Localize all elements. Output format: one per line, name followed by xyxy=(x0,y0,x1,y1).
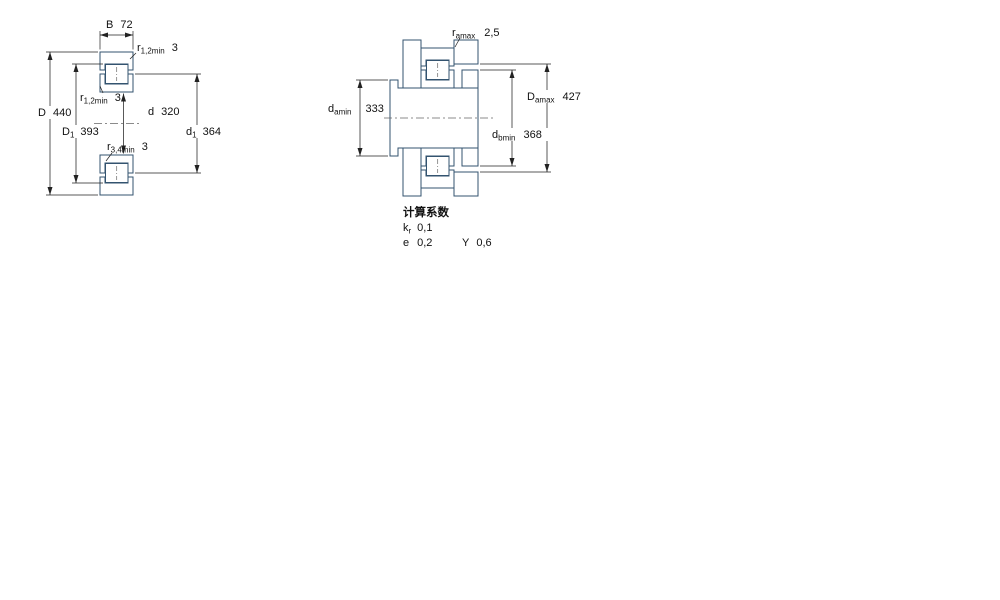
dim-b-label: B xyxy=(106,19,113,31)
dim-damax-sub: amax xyxy=(535,96,555,105)
dim-damin-text: damin 333 xyxy=(328,103,384,117)
dim-dbmin-value: 368 xyxy=(523,129,541,141)
factor-e-value: 0,2 xyxy=(417,237,432,249)
factor-e-label: e xyxy=(403,237,409,249)
dim-r12-mid: r1,2min 3 xyxy=(80,85,121,106)
housing-shoulder-top xyxy=(453,39,479,65)
dim-dbmin-sub: bmin xyxy=(498,134,515,143)
factor-kr-sub: r xyxy=(409,227,412,236)
dim-r12-top: r1,2min 3 xyxy=(129,42,178,60)
factor-kr-text: kr 0,1 xyxy=(403,222,432,236)
inner-ring-top xyxy=(99,73,134,93)
dim-dbmin-text: dbmin 368 xyxy=(492,129,542,143)
factor-kr-label: k xyxy=(403,222,409,234)
dim-damax-value: 427 xyxy=(563,91,581,103)
dim-d-major-value: 440 xyxy=(53,107,71,119)
dim-d1-outer-sub: 1 xyxy=(70,131,75,140)
dim-ramax: ramax 2,5 xyxy=(452,27,500,48)
abutment-sleeve-top xyxy=(461,69,479,89)
dim-r34: r3,4min 3 xyxy=(105,141,148,162)
dim-d-major-text: D 440 xyxy=(38,107,71,119)
mounted-inner-ring-bottom xyxy=(420,147,455,167)
calculation-factors: 计算系数 kr 0,1 e 0,2 Y 0,6 xyxy=(403,205,492,249)
dim-d1-outer-value: 393 xyxy=(80,126,98,138)
dim-r12-top-value: 3 xyxy=(172,42,178,54)
dim-d1-outer-text: D1 393 xyxy=(62,126,99,140)
mounted-bearing-section-top xyxy=(420,47,455,89)
dim-ramax-value: 2,5 xyxy=(484,27,499,39)
dim-r34-label: r xyxy=(107,141,111,153)
dim-damin: damin 333 xyxy=(328,79,388,157)
dim-damin-value: 333 xyxy=(365,103,383,115)
factor-kr-value: 0,1 xyxy=(417,222,432,234)
dim-d1-outer-label: D xyxy=(62,126,70,138)
dim-dbmin: dbmin 368 xyxy=(480,69,549,167)
dim-d-bore-text: d 320 xyxy=(148,106,179,118)
dim-dbmin-label: d xyxy=(492,129,498,141)
factor-y-text: Y 0,6 xyxy=(462,237,492,249)
dim-r12-top-sub: 1,2min xyxy=(141,47,165,56)
mounted-bearing-section-bottom xyxy=(420,147,455,189)
factor-y-label: Y xyxy=(462,237,470,249)
dim-d1-inner-label: d xyxy=(186,126,192,138)
dim-r12-top-text: r1,2min 3 xyxy=(137,42,178,56)
dim-r12-top-label: r xyxy=(137,42,141,54)
dim-r12-mid-value: 3 xyxy=(115,92,121,104)
bearing-section-top xyxy=(99,51,134,93)
factor-e-text: e 0,2 xyxy=(403,237,432,249)
factors-title: 计算系数 xyxy=(403,205,449,219)
dim-ramax-text: ramax 2,5 xyxy=(452,27,500,41)
shaft-section xyxy=(389,79,479,157)
dim-D: D 440 xyxy=(35,51,98,196)
dim-d-bore-label: d xyxy=(148,106,154,118)
dim-Damax: Damax 427 xyxy=(480,63,588,173)
housing-shoulder-bottom xyxy=(453,171,479,197)
dim-b-value: 72 xyxy=(120,19,132,31)
inner-ring-bottom xyxy=(99,154,134,174)
dim-D1: D1 393 xyxy=(60,63,103,184)
housing-cover-bottom xyxy=(402,147,422,197)
dim-d-major-label: D xyxy=(38,107,46,119)
mounted-inner-ring-top xyxy=(420,69,455,89)
dim-damin-sub: amin xyxy=(334,108,351,117)
dim-d1-inner-value: 364 xyxy=(203,126,221,138)
factor-y-value: 0,6 xyxy=(476,237,491,249)
dim-damin-label: d xyxy=(328,103,334,115)
dim-d1-inner-text: d1 364 xyxy=(186,126,221,140)
dim-r12-mid-label: r xyxy=(80,92,84,104)
dim-damax-label: D xyxy=(527,91,535,103)
abutment-sleeve-bottom xyxy=(461,147,479,167)
dim-r34-sub: 3,4min xyxy=(111,146,135,155)
bearing-section-bottom xyxy=(99,154,134,196)
dim-r12-mid-text: r1,2min 3 xyxy=(80,92,121,106)
dim-damax-text: Damax 427 xyxy=(527,91,581,105)
dim-r34-text: r3,4min 3 xyxy=(107,141,148,155)
dim-r12-mid-sub: 1,2min xyxy=(84,97,108,106)
dim-d-bore: d 320 xyxy=(121,93,179,154)
dim-d-bore-value: 320 xyxy=(161,106,179,118)
dim-r34-value: 3 xyxy=(142,141,148,153)
dim-d1-inner-sub: 1 xyxy=(192,131,197,140)
dim-b-text: B 72 xyxy=(106,19,133,31)
dim-ramax-label: r xyxy=(452,27,456,39)
dim-ramax-sub: amax xyxy=(456,32,476,41)
dim-B: B 72 xyxy=(99,19,134,50)
housing-cover-top xyxy=(402,39,422,89)
